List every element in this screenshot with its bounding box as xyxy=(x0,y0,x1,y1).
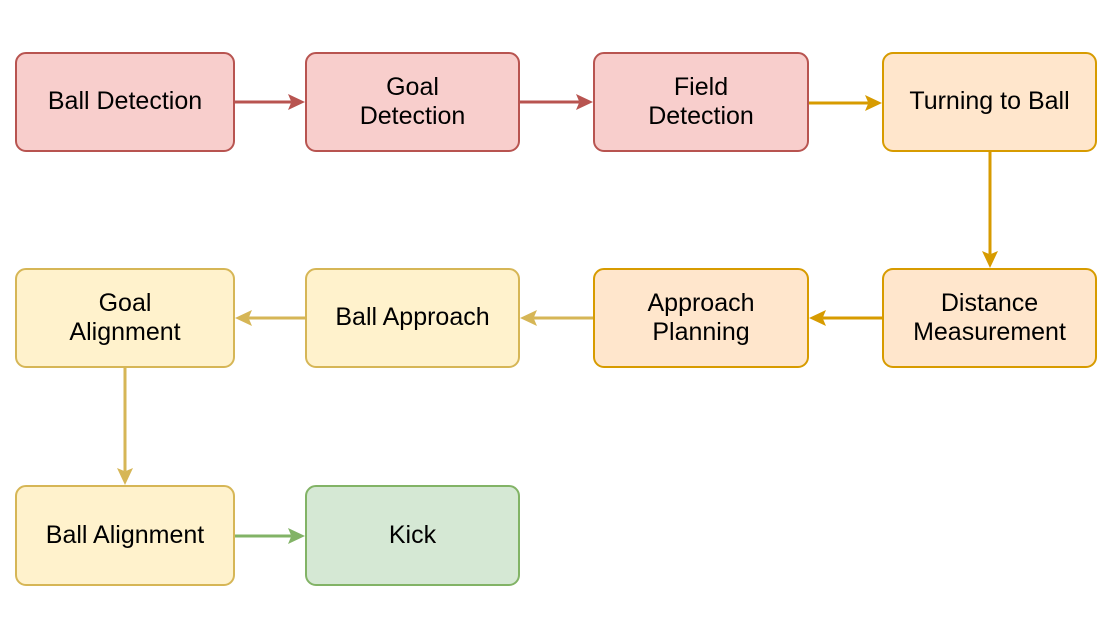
node-distance-measurement: Distance Measurement xyxy=(882,268,1097,368)
node-label-distance-measurement: Distance Measurement xyxy=(913,288,1066,347)
edge-goal-alignment-to-ball-alignment xyxy=(117,368,133,485)
arrowhead xyxy=(865,95,882,111)
arrowhead xyxy=(117,468,133,485)
node-approach-planning: Approach Planning xyxy=(593,268,809,368)
node-ball-alignment: Ball Alignment xyxy=(15,485,235,586)
node-label-turning-to-ball: Turning to Ball xyxy=(909,87,1070,116)
node-turning-to-ball: Turning to Ball xyxy=(882,52,1097,152)
edge-ball-detection-to-goal-detection xyxy=(235,94,305,110)
node-label-ball-alignment: Ball Alignment xyxy=(45,520,205,549)
arrowhead xyxy=(982,251,998,268)
arrowhead xyxy=(576,94,593,110)
node-label-ball-detection: Ball Detection xyxy=(47,87,203,116)
node-ball-approach: Ball Approach xyxy=(305,268,520,368)
edge-approach-planning-to-ball-approach xyxy=(520,310,593,326)
node-label-field-detection: Field Detection xyxy=(648,72,754,131)
arrowhead xyxy=(520,310,537,326)
node-label-goal-alignment: Goal Alignment xyxy=(69,288,181,347)
node-kick: Kick xyxy=(305,485,520,586)
node-goal-alignment: Goal Alignment xyxy=(15,268,235,368)
edge-distance-measurement-to-approach-planning xyxy=(809,310,882,326)
arrowhead xyxy=(809,310,826,326)
arrowhead xyxy=(288,528,305,544)
edge-ball-alignment-to-kick xyxy=(235,528,305,544)
edge-goal-detection-to-field-detection xyxy=(520,94,593,110)
node-goal-detection: Goal Detection xyxy=(305,52,520,152)
arrowhead xyxy=(288,94,305,110)
arrowhead xyxy=(235,310,252,326)
node-label-ball-approach: Ball Approach xyxy=(335,303,490,332)
node-field-detection: Field Detection xyxy=(593,52,809,152)
edge-ball-approach-to-goal-alignment xyxy=(235,310,305,326)
node-label-goal-detection: Goal Detection xyxy=(359,72,466,131)
node-label-approach-planning: Approach Planning xyxy=(647,288,755,347)
node-label-kick: Kick xyxy=(388,520,437,549)
node-ball-detection: Ball Detection xyxy=(15,52,235,152)
edge-field-detection-to-turning-to-ball xyxy=(809,95,882,111)
edge-turning-to-ball-to-distance-measurement xyxy=(982,152,998,268)
